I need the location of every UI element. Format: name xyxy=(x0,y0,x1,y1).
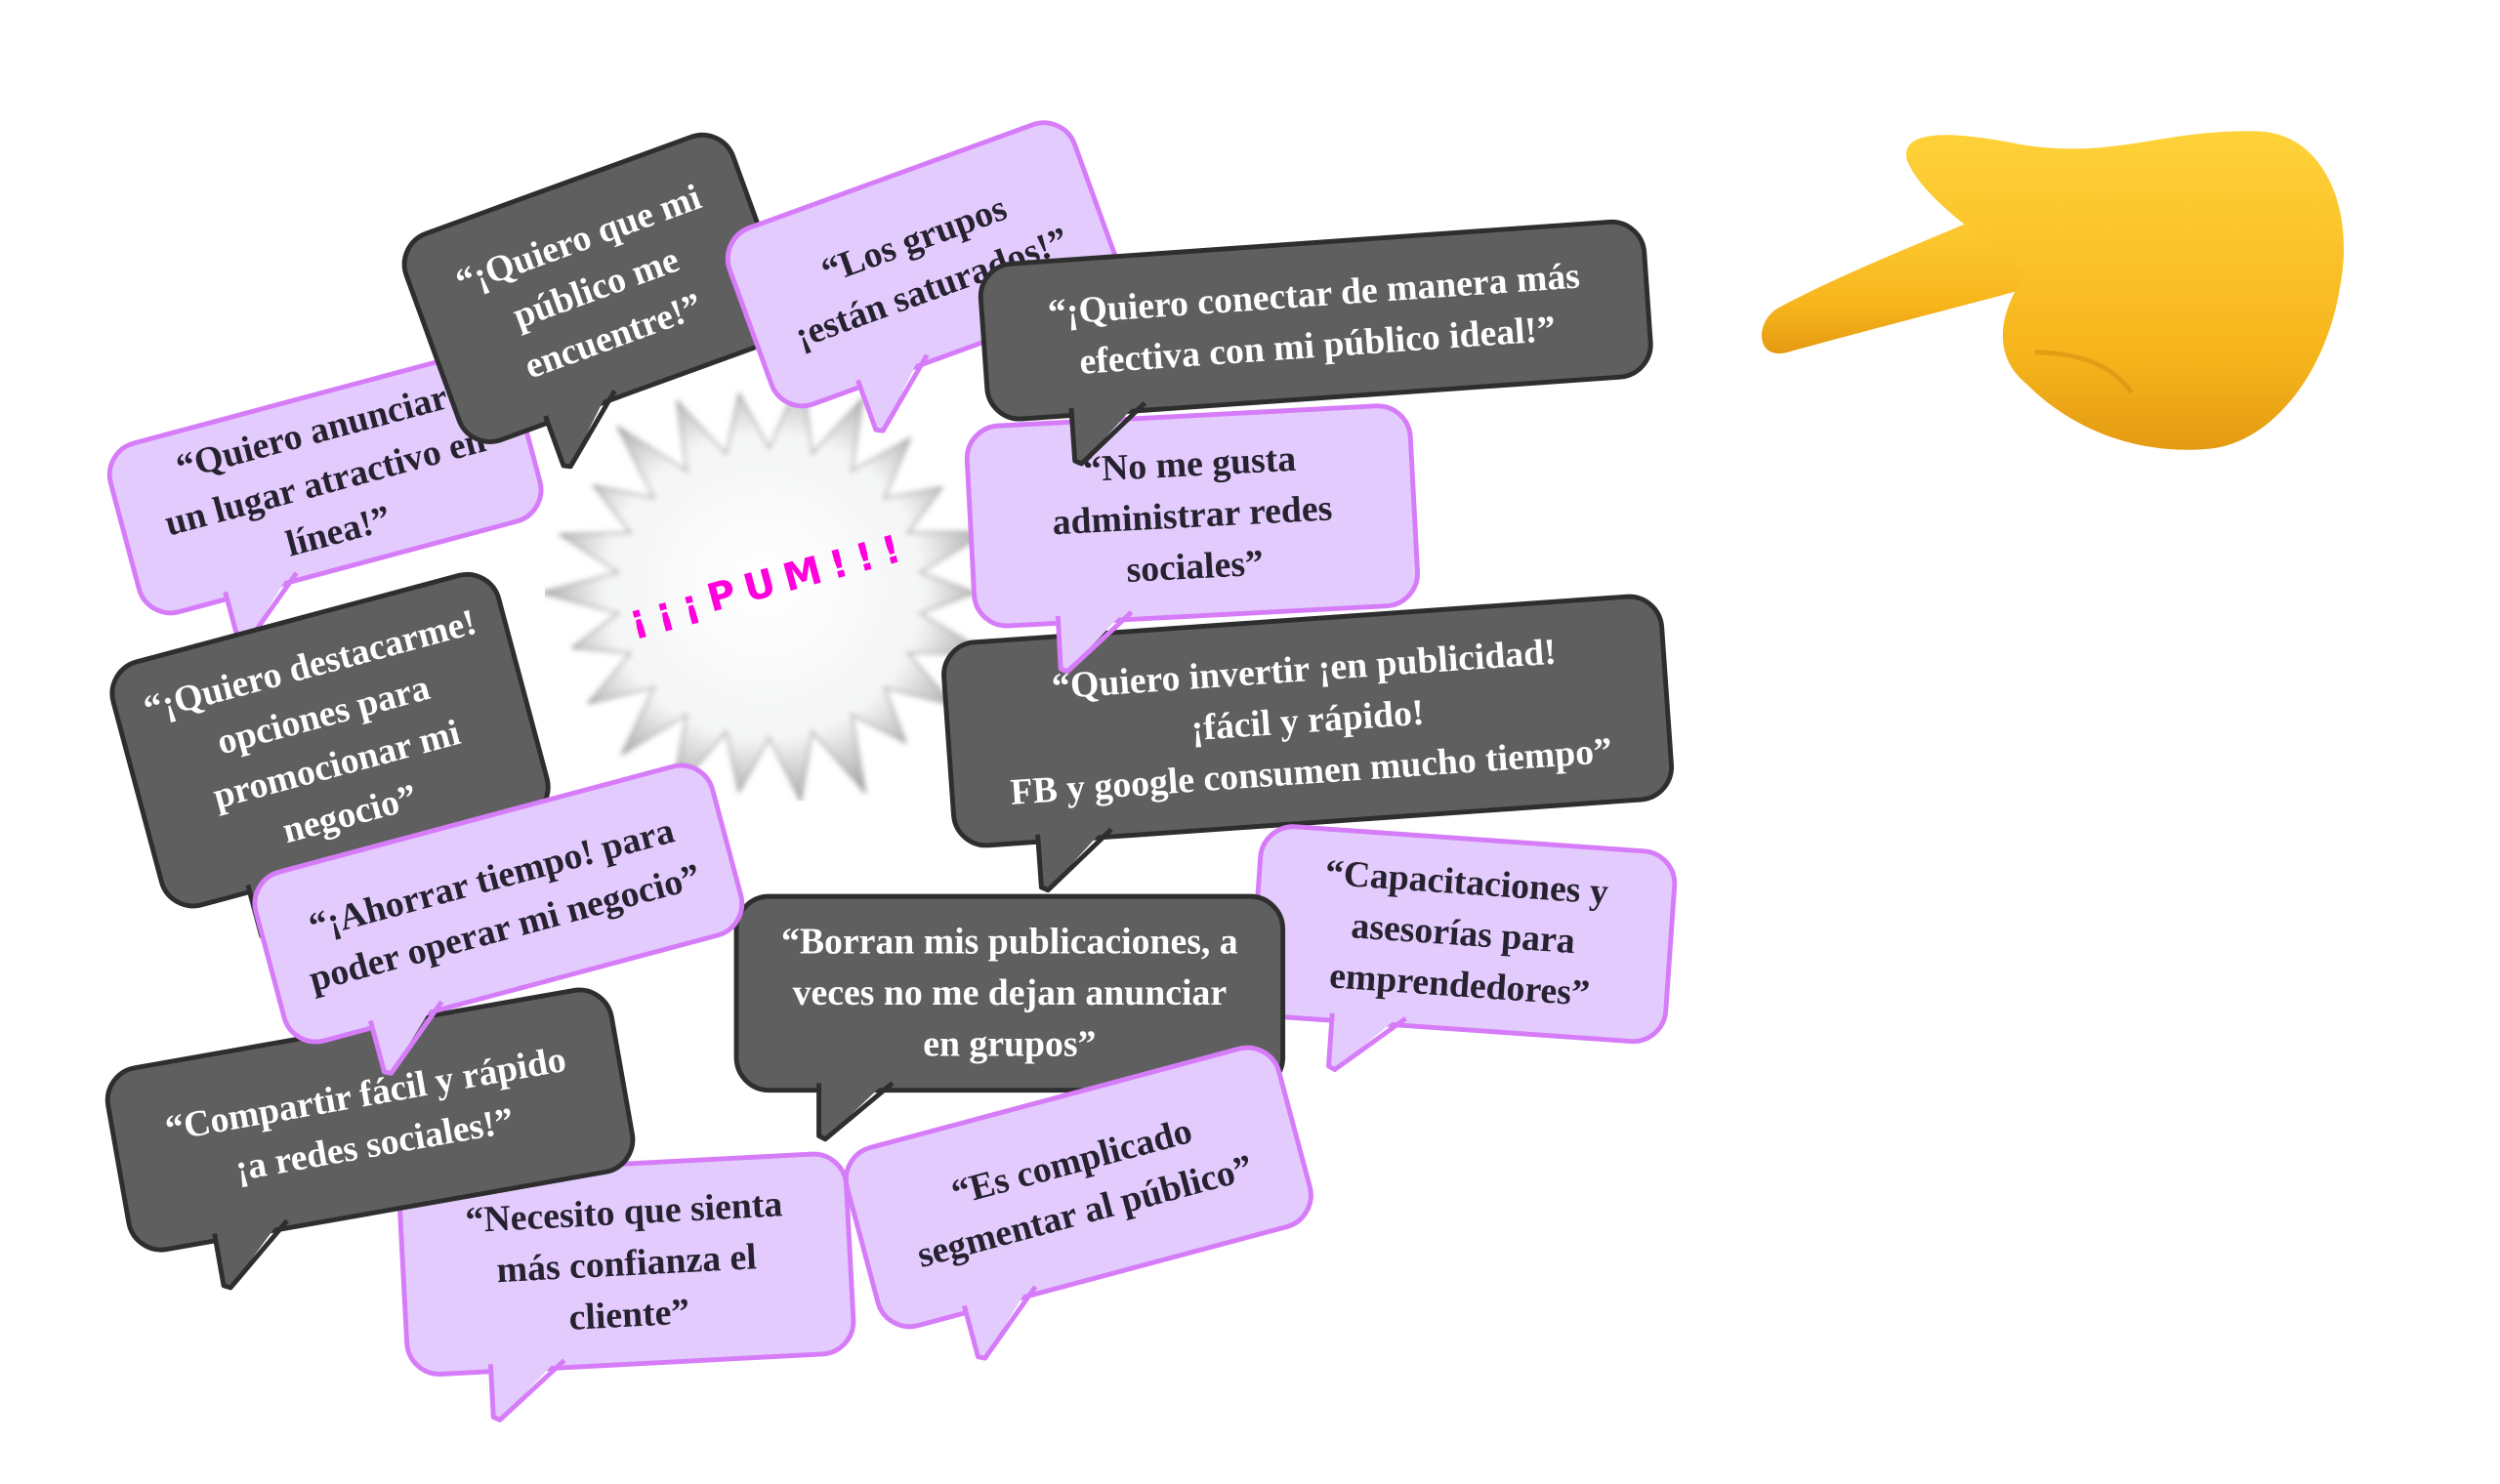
speech-bubble: “¡Quiero que mi público me encuentre!” xyxy=(392,122,801,470)
speech-bubble: “Es complicado segmentar al público” xyxy=(835,1037,1321,1361)
bubble-text: “Es complicado segmentar al público” xyxy=(912,1110,1258,1276)
speech-tail-icon xyxy=(1055,603,1134,675)
speech-tail-icon xyxy=(816,1075,895,1142)
speech-bubble: “No me gusta administrar redes sociales” xyxy=(962,401,1422,675)
explosion-burst-icon xyxy=(544,384,991,802)
bubble-text: “Necesito que sienta más confianza el cl… xyxy=(464,1183,784,1339)
speech-tail-icon xyxy=(487,1352,566,1422)
speech-tail-icon xyxy=(1326,1005,1407,1073)
speech-tail-icon xyxy=(854,347,930,433)
speech-bubble: “Quiero invertir ¡en publicidad! ¡fácil … xyxy=(938,592,1677,893)
speech-tail-icon xyxy=(368,994,444,1076)
speech-bubble: “Compartir fácil y rápido ¡a redes socia… xyxy=(100,981,642,1291)
speech-bubble: “Capacitaciones y asesorías para emprend… xyxy=(1246,821,1680,1073)
speech-tail-icon xyxy=(1035,821,1113,893)
bubble-text: “Compartir fácil y rápido ¡a redes socia… xyxy=(162,1039,569,1189)
speech-tail-icon xyxy=(962,1278,1038,1361)
bubble-text: “¡Quiero conectar de manera más efectiva… xyxy=(1046,255,1582,383)
speech-bubble: “Necesito que sienta más confianza el cl… xyxy=(396,1149,858,1422)
pointing-hand-icon xyxy=(1761,131,2345,450)
speech-tail-icon xyxy=(212,1213,289,1291)
speech-bubble: “¡Ahorrar tiempo! para poder operar mi n… xyxy=(244,755,753,1076)
bubble-text: “Capacitaciones y asesorías para emprend… xyxy=(1323,851,1610,1014)
bubble-text: “Borran mis publicaciones, a veces no me… xyxy=(781,921,1238,1064)
speech-bubble: “Los grupos ¡están saturados!” xyxy=(715,110,1131,433)
speech-bubble: “¡Quiero conectar de manera más efectiva… xyxy=(976,217,1656,467)
speech-tail-icon xyxy=(1068,394,1146,467)
bubble-text: “¡Quiero que mi público me encuentre!” xyxy=(450,176,708,387)
speech-tail-icon xyxy=(542,383,617,470)
